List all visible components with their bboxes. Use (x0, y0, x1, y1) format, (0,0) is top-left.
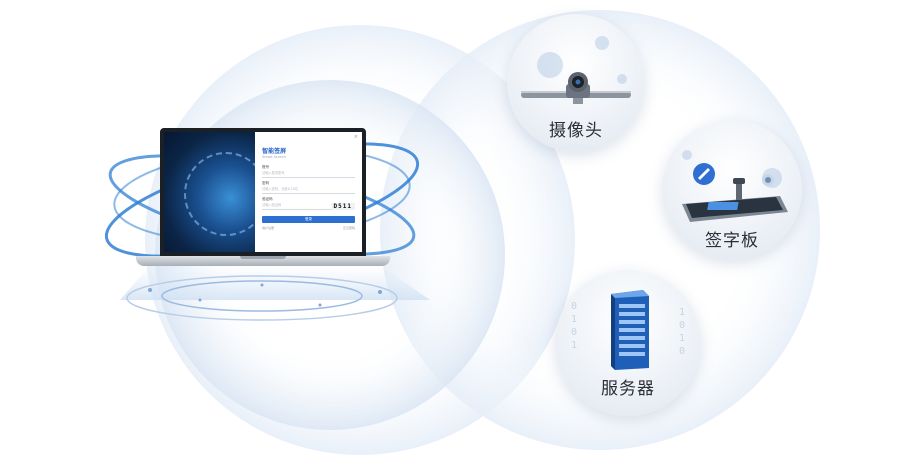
login-panel: × 智能签屏 Smart Screen 账号 请输入登录账号 密码 请输入密码，… (255, 132, 362, 252)
device-signpad: 签字板 (662, 120, 802, 260)
signpad-label: 签字板 (705, 231, 759, 251)
captcha-label: 验证码 (262, 197, 273, 201)
signature-pad-icon (682, 163, 788, 222)
laptop-notch (240, 256, 286, 259)
login-hero-image (164, 132, 269, 252)
account-label: 账号 (262, 165, 270, 169)
floor-ring-outer (126, 275, 398, 321)
floor-ring-inner (161, 280, 363, 312)
camera-icon (521, 72, 631, 104)
close-icon[interactable]: × (353, 134, 358, 140)
account-input[interactable]: 请输入登录账号 (262, 170, 355, 178)
password-label: 密码 (262, 181, 270, 185)
register-link[interactable]: 用户注册 (262, 226, 275, 230)
login-title: 智能签屏 (262, 148, 287, 155)
server-label: 服务器 (601, 379, 655, 399)
forgot-password-link[interactable]: 忘记密码 (342, 226, 355, 230)
camera-label: 摄像头 (549, 121, 603, 141)
captcha-input[interactable]: 请输入验证码 (262, 202, 331, 210)
password-input[interactable]: 请输入密码，长度6-18位 (262, 186, 355, 194)
light-cone (120, 265, 430, 300)
laptop-base (136, 256, 390, 266)
device-camera: 摄像头 (507, 14, 645, 152)
floor-dots (148, 283, 382, 307)
login-subtitle: Smart Screen (262, 155, 286, 159)
right-halo (380, 10, 820, 450)
laptop-screen: × 智能签屏 Smart Screen 账号 请输入登录账号 密码 请输入密码，… (160, 128, 366, 256)
login-button[interactable]: 登录 (262, 216, 355, 223)
server-icon (611, 290, 649, 370)
captcha-image[interactable]: D511 (330, 202, 355, 210)
